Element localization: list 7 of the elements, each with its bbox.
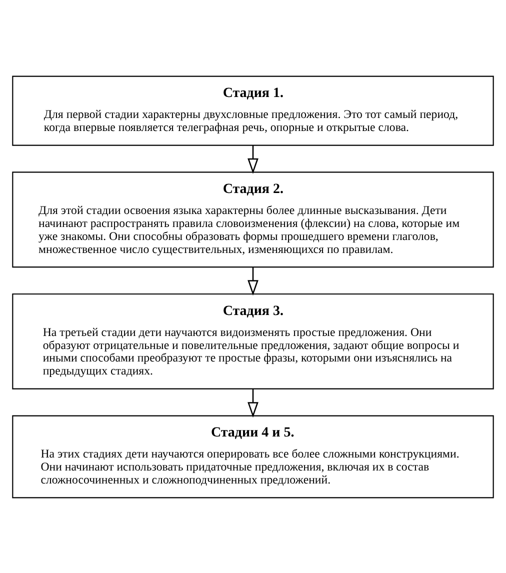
node-box: Стадия 2. Для этой стадии освоения языка характерны более длинные высказывания. Дети начинают распространять правила словоизменения (флексии) на слова, которые им уже знакомы. Они способны образовать формы прошедшего времени глаголов, множественное число существительных, изменяющихся по правилам.	[12, 171, 494, 268]
arrow	[248, 266, 258, 296]
arrow	[248, 144, 258, 174]
node-box: Стадия 1. Для первой стадии характерны двухсловные предложения. Это тот самый период, когда впервые появляется телеграфная речь, опорные и открытые слова.	[12, 75, 494, 146]
arrow	[248, 388, 258, 418]
node-box: Стадия 3. На третьей стадии дети научаются видоизменять простые предложения. Они образуют отрицательные и повелительные предложения, задают общие вопросы и иными способами преобразуют те простые фразы, которыми они изъяснялись на предыдущих стадиях.	[12, 292, 494, 389]
node-box: Стадии 4 и 5. На этих стадиях дети научаются оперировать все более сложными конструкциями. Они начинают использовать придаточные предложения, включая их в состав сложносочиненных и сложноподчиненных предложений.	[12, 414, 494, 498]
